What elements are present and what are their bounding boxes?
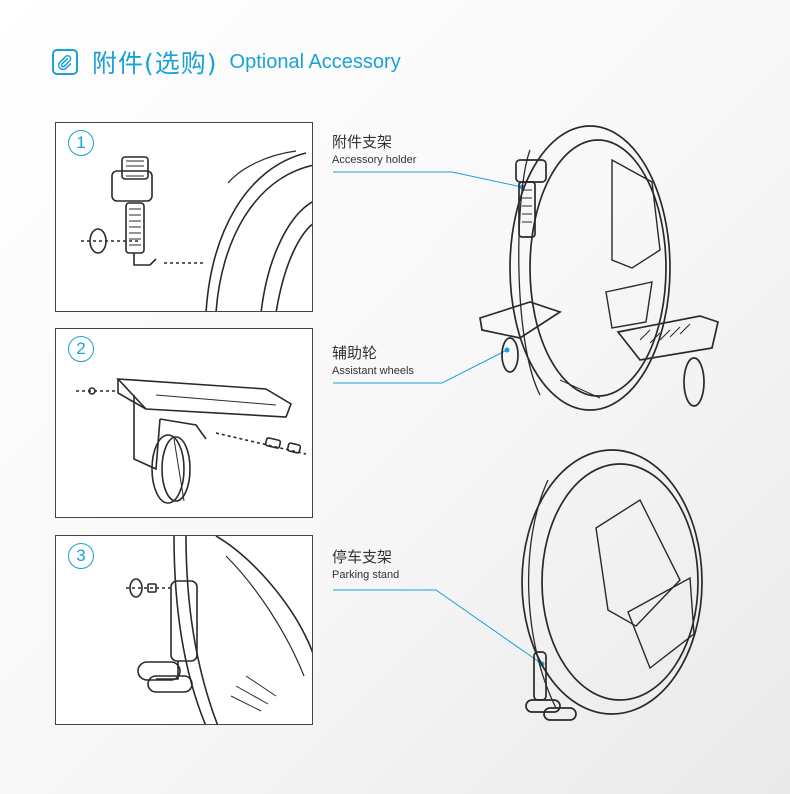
parking-stand-label: 停车支架 Parking stand [332,548,399,582]
leader-line-holder [333,171,523,188]
unicycle-top-illustration [479,125,720,411]
step-2-illustration [76,378,307,504]
page-header: 附件(选购) Optional Accessory [52,44,401,80]
accessory-holder-label-cn: 附件支架 [332,133,393,151]
accessory-holder-label-en: Accessory holder [332,154,417,166]
assistant-wheels-label-en: Assistant wheels [332,365,414,377]
parking-stand-label-cn: 停车支架 [332,548,393,566]
leader-lines [333,171,545,667]
leader-line-stand [333,589,543,665]
step-1-badge: 1 [68,130,94,156]
paperclip-icon [52,49,78,75]
leader-line-wheels [333,349,508,384]
step-3-badge: 3 [68,543,94,569]
step-1-panel: 1 [55,122,313,312]
step-2-panel: 2 [55,328,313,518]
step-3-illustration [126,536,312,724]
accessory-holder-label: 附件支架 Accessory holder [332,133,416,167]
page-title-cn: 附件(选购) [92,49,218,78]
assistant-wheels-label-cn: 辅助轮 [332,344,378,362]
page-title-en: Optional Accessory [229,50,401,73]
step-3-panel: 3 [55,535,313,725]
assistant-wheels-label: 辅助轮 Assistant wheels [332,344,414,378]
step-2-badge: 2 [68,336,94,362]
step-1-illustration [81,150,312,311]
unicycle-bottom-illustration [521,449,703,721]
parking-stand-label-en: Parking stand [332,569,400,581]
